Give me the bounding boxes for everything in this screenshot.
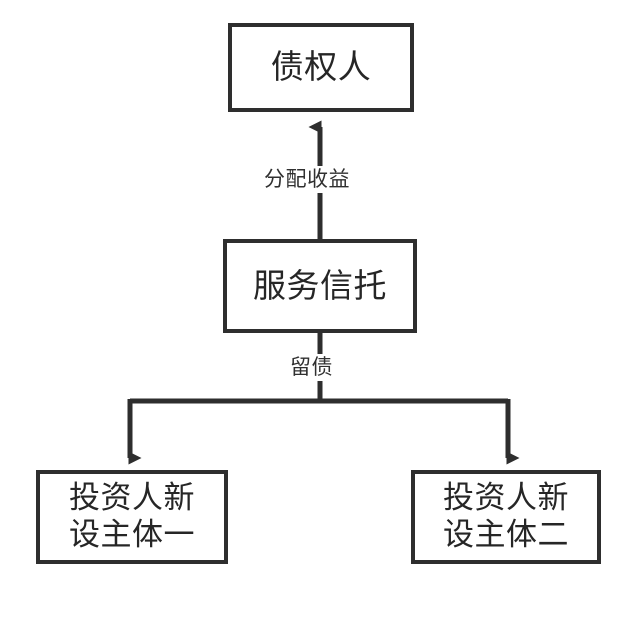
node-service-trust[interactable]: 服务信托 <box>223 239 417 333</box>
node-creditor-label: 债权人 <box>270 47 372 87</box>
edge-label-retain-debt: 留债 <box>285 354 338 382</box>
node-service-trust-label: 服务信托 <box>253 265 387 305</box>
node-creditor[interactable]: 债权人 <box>228 23 414 112</box>
node-investor-entity-two-label: 投资人新 设主体二 <box>443 480 569 553</box>
node-investor-entity-one[interactable]: 投资人新 设主体一 <box>36 470 228 564</box>
edge-label-distribute-proceeds: 分配收益 <box>259 166 355 194</box>
node-investor-entity-two[interactable]: 投资人新 设主体二 <box>411 470 601 564</box>
node-investor-entity-one-label: 投资人新 设主体一 <box>69 480 195 553</box>
